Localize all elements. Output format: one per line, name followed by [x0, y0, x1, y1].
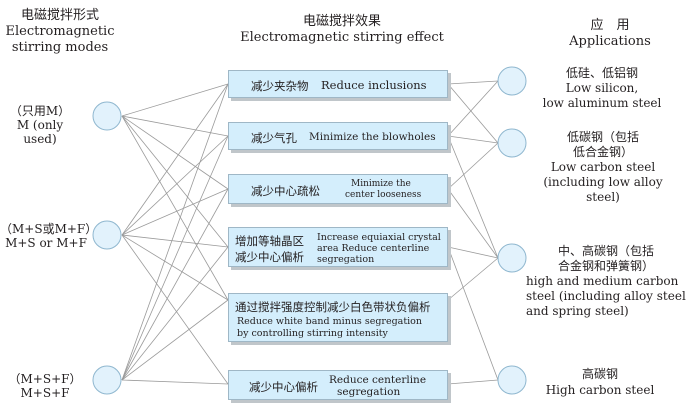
- mode-label-3-cn: （M+S+F）: [8, 372, 82, 386]
- effect-4-en-1: Increase equiaxial crystal: [317, 232, 441, 243]
- effect-header-cn: 电磁搅拌效果: [302, 14, 381, 29]
- effect-1-cn: 减少夹杂物: [251, 79, 309, 93]
- effect-header-en: Electromagnetic stirring effect: [240, 30, 444, 45]
- mode-label-1: （只用M） M (only used): [0, 104, 80, 146]
- effect-2-en: Minimize the blowholes: [309, 131, 436, 143]
- effect-6-en-1: Reduce centerline: [329, 374, 427, 386]
- modes-header-en-1: Electromagnetic: [5, 24, 115, 39]
- mode-node-1: [92, 101, 122, 131]
- app-label-2-cn-2: 低合金钢）: [572, 145, 633, 159]
- effect-6-en-2: segregation: [337, 386, 401, 398]
- mode-label-2-cn: （M+S或M+F）: [0, 222, 98, 236]
- app-label-1-en-2: low aluminum steel: [542, 96, 662, 110]
- modes-header-cn: 电磁搅拌形式: [20, 8, 99, 23]
- effect-box-4: 增加等轴晶区 减少中心偏析 Increase equiaxial crystal…: [228, 227, 448, 267]
- effect-5-cn: 通过搅拌强度控制减少白色带状负偏析: [235, 300, 431, 314]
- app-label-3-en-3: and spring steel): [526, 304, 629, 318]
- app-label-3-cn-2: 合金钢和弹簧钢）: [557, 259, 654, 273]
- effect-6-cn: 减少中心偏析: [249, 380, 318, 394]
- effect-5-en-2: by controlling stirring intensity: [237, 328, 388, 339]
- app-label-3-en-2: steel (including alloy steel: [526, 289, 686, 303]
- effect-5-en-1: Reduce white band minus segregation: [237, 316, 423, 327]
- effect-4-cn-1: 增加等轴晶区: [235, 234, 304, 248]
- app-header-cn: 应 用: [590, 18, 630, 33]
- app-label-2: 低碳钢（包括 低合金钢） Low carbon steel (including…: [528, 130, 678, 205]
- app-label-4-cn: 高碳钢: [581, 367, 618, 381]
- mode-node-3: [92, 365, 122, 395]
- effect-4-en-3: segregation: [317, 254, 375, 265]
- modes-header-en-2: stirring modes: [11, 40, 109, 55]
- effect-box-3: 减少中心疏松 Minimize the center looseness: [228, 174, 448, 204]
- app-label-2-cn-1: 低碳钢（包括: [566, 130, 639, 144]
- effect-box-2: 减少气孔 Minimize the blowholes: [228, 122, 448, 150]
- modes-header: 电磁搅拌形式 Electromagnetic stirring modes: [0, 8, 120, 56]
- mode-label-2-en: M+S or M+F: [5, 236, 87, 250]
- effect-box-6: 减少中心偏析 Reduce centerline segregation: [228, 370, 448, 400]
- app-label-1: 低硅、低铝钢 Low silicon, low aluminum steel: [532, 66, 672, 111]
- app-label-1-en-1: Low silicon,: [565, 81, 639, 95]
- app-node-3: [497, 243, 527, 273]
- app-label-2-en-1: Low carbon steel: [550, 160, 656, 174]
- app-label-3-cn-1: 中、高碳钢（包括: [557, 244, 654, 258]
- app-label-3: 中、高碳钢（包括 合金钢和弹簧钢） high and medium carbon…: [526, 244, 686, 319]
- app-label-3-en-1: high and medium carbon: [526, 274, 679, 288]
- mode-label-2: （M+S或M+F） M+S or M+F: [0, 222, 98, 250]
- app-label-4: 高碳钢 High carbon steel: [540, 366, 660, 398]
- app-node-4: [497, 365, 527, 395]
- mode-label-1-cn: （只用M）: [9, 104, 71, 118]
- app-node-2: [497, 128, 527, 158]
- effect-header: 电磁搅拌效果 Electromagnetic stirring effect: [228, 14, 456, 46]
- effect-2-cn: 减少气孔: [251, 131, 297, 145]
- app-node-1: [497, 66, 527, 96]
- effect-3-en-2: center looseness: [345, 190, 422, 200]
- app-header-en: Applications: [569, 34, 651, 49]
- effect-4-en-2: area Reduce centerline: [317, 243, 430, 254]
- mode-node-2: [92, 220, 122, 250]
- mode-label-3-en: M+S+F: [20, 386, 70, 400]
- effect-box-5: 通过搅拌强度控制减少白色带状负偏析 Reduce white band minu…: [228, 293, 448, 342]
- effect-1-en: Reduce inclusions: [321, 78, 427, 92]
- effect-3-cn: 减少中心疏松: [251, 184, 320, 198]
- app-label-1-cn: 低硅、低铝钢: [565, 66, 638, 80]
- effect-box-1: 减少夹杂物 Reduce inclusions: [228, 70, 448, 98]
- effect-3-en-1: Minimize the: [351, 179, 411, 189]
- app-label-2-en-2: (including low alloy steel): [543, 175, 663, 204]
- app-header: 应 用 Applications: [550, 18, 670, 50]
- mode-label-1-en: M (only used): [16, 118, 64, 146]
- mode-label-3: （M+S+F） M+S+F: [0, 372, 90, 400]
- effect-4-cn-2: 减少中心偏析: [235, 250, 304, 264]
- app-label-4-en: High carbon steel: [545, 383, 655, 397]
